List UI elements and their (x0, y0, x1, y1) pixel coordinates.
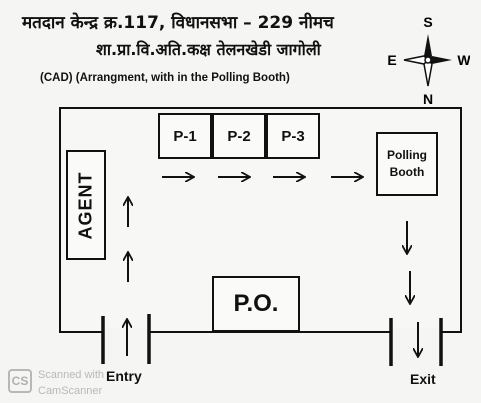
exit-label: Exit (410, 371, 436, 387)
agent-desk: AGENT (66, 150, 106, 260)
compass-east-label: E (387, 52, 396, 68)
camscanner-watermark: CS Scanned with CamScanner (8, 365, 138, 403)
booth-label-line-2: Booth (389, 165, 425, 179)
compass-west-label: W (457, 52, 470, 68)
compass-star-icon: S N E W (387, 14, 471, 107)
watermark-line-2: CamScanner (38, 385, 103, 397)
diagram-subtitle: (CAD) (Arrangment, with in the Polling B… (40, 72, 290, 84)
voting-compartment-p3: P-3 (266, 113, 320, 159)
presiding-officer-desk: P.O. (212, 276, 300, 332)
compass-north-label: N (423, 91, 433, 107)
polling-booth: Polling Booth (376, 132, 438, 196)
header-line-2: शा.प्रा.वि.अति.कक्ष तेलनखेडी जागोली (96, 40, 321, 59)
voting-compartment-p1: P-1 (158, 113, 212, 159)
watermark-line-1: Scanned with (38, 369, 105, 381)
compass-rose: S N E W (386, 12, 471, 108)
header-line-1: मतदान केन्द्र क्र.117, विधानसभा – 229 नी… (22, 13, 334, 33)
entry-label: Entry (106, 368, 142, 384)
booth-label-line-1: Polling (387, 148, 427, 162)
watermark-text: Scanned with CamScanner (38, 367, 104, 399)
compass-south-label: S (423, 14, 432, 30)
voting-compartment-p2: P-2 (212, 113, 266, 159)
camscanner-logo-icon: CS (8, 369, 32, 393)
exit-door-gap (391, 328, 441, 336)
